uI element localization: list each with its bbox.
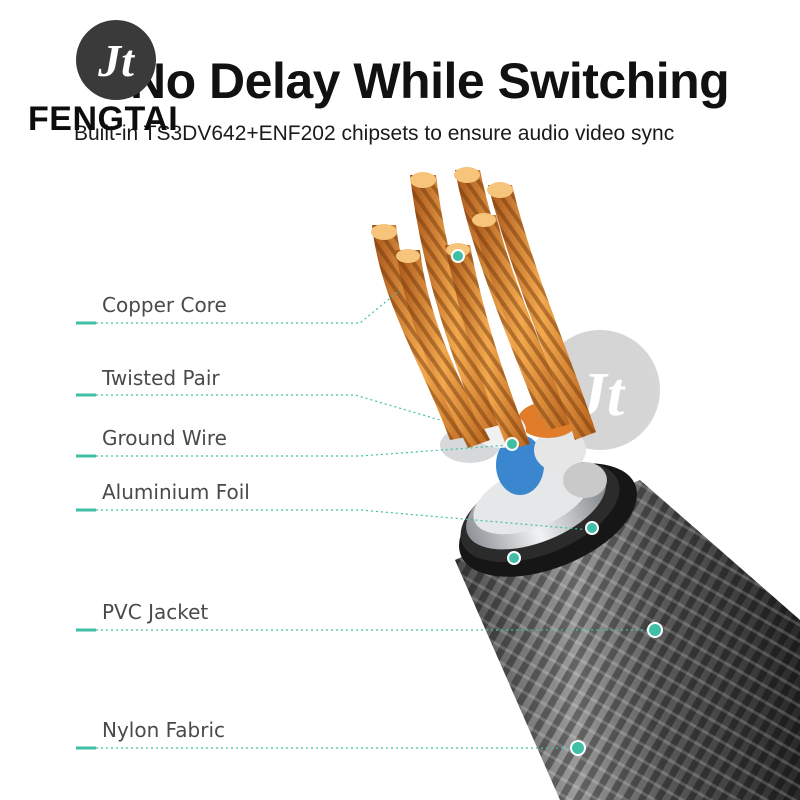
label-copper-core: Copper Core xyxy=(102,293,227,317)
page-title: No Delay While Switching xyxy=(130,53,730,109)
label-twisted-pair: Twisted Pair xyxy=(102,366,220,390)
fengtai-logo-icon: Jt xyxy=(76,20,156,100)
label-nylon-fabric: Nylon Fabric xyxy=(102,718,226,742)
leader-lines xyxy=(76,289,655,750)
label-ground-wire: Ground Wire xyxy=(102,426,227,450)
label-pvc-jacket: PVC Jacket xyxy=(102,600,209,624)
page-subtitle: Built-in TS3DV642+ENF202 chipsets to ens… xyxy=(74,122,675,145)
brand-name: FENGTAI xyxy=(28,100,179,138)
label-aluminium-foil: Aluminium Foil xyxy=(102,480,250,504)
svg-text:Jt: Jt xyxy=(97,35,135,86)
twisted-copper-strands xyxy=(371,167,596,450)
leader-dots xyxy=(451,249,663,756)
